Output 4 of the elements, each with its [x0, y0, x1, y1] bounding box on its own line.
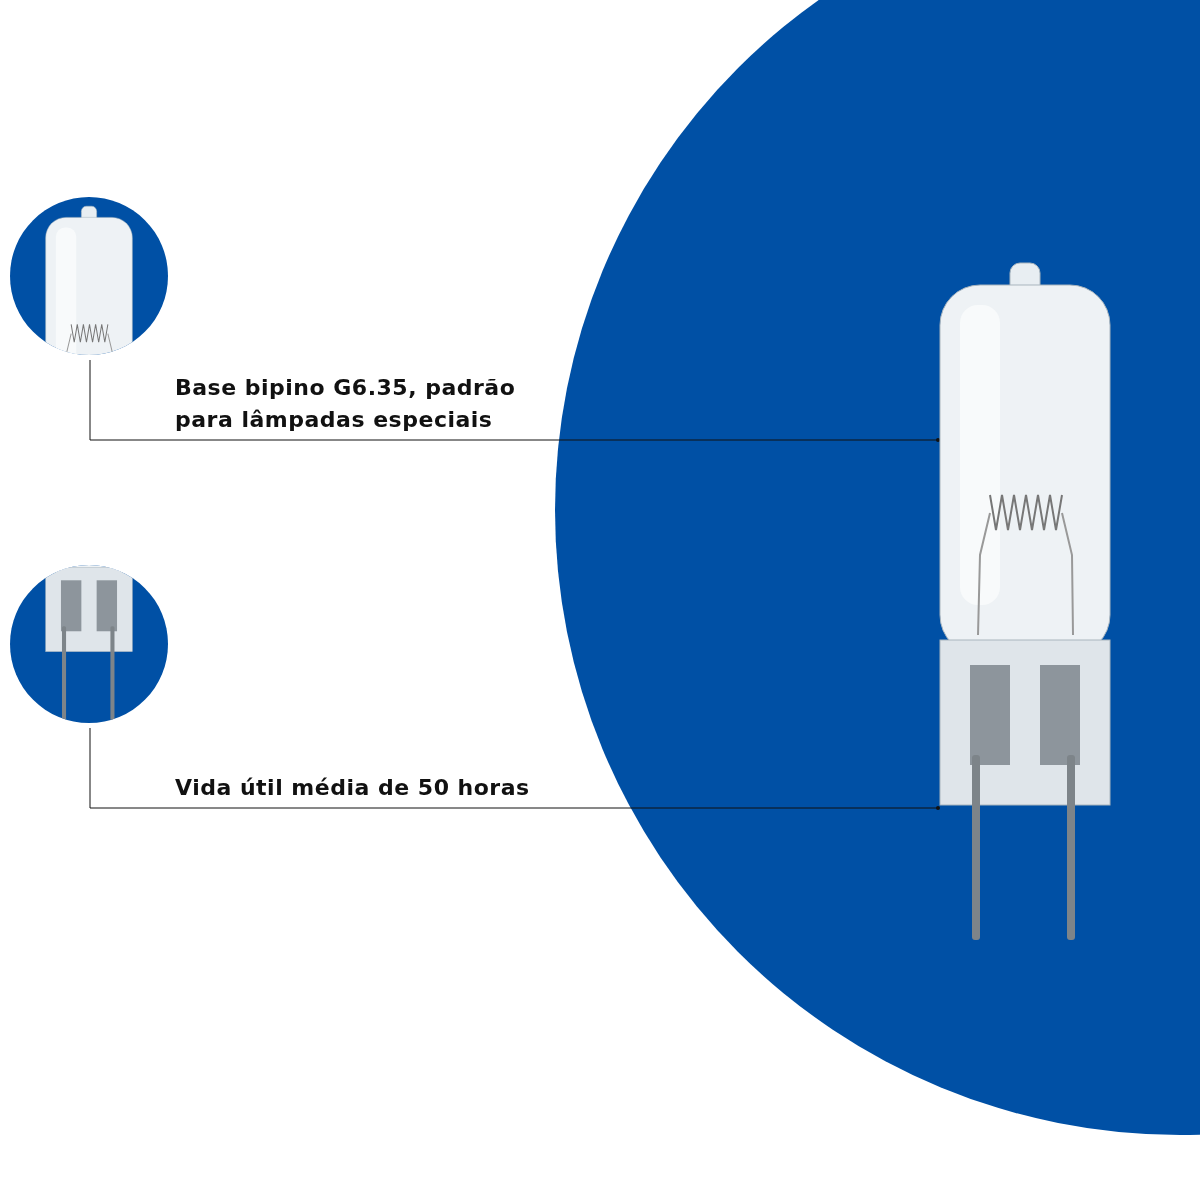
edge-label: Vida útil média de 50 horas	[175, 774, 531, 803]
edge-label: Base bipino G6.35, padrão para lâmpadas especiais	[175, 374, 517, 435]
leader-line	[89, 727, 940, 810]
leader-line	[89, 359, 940, 442]
